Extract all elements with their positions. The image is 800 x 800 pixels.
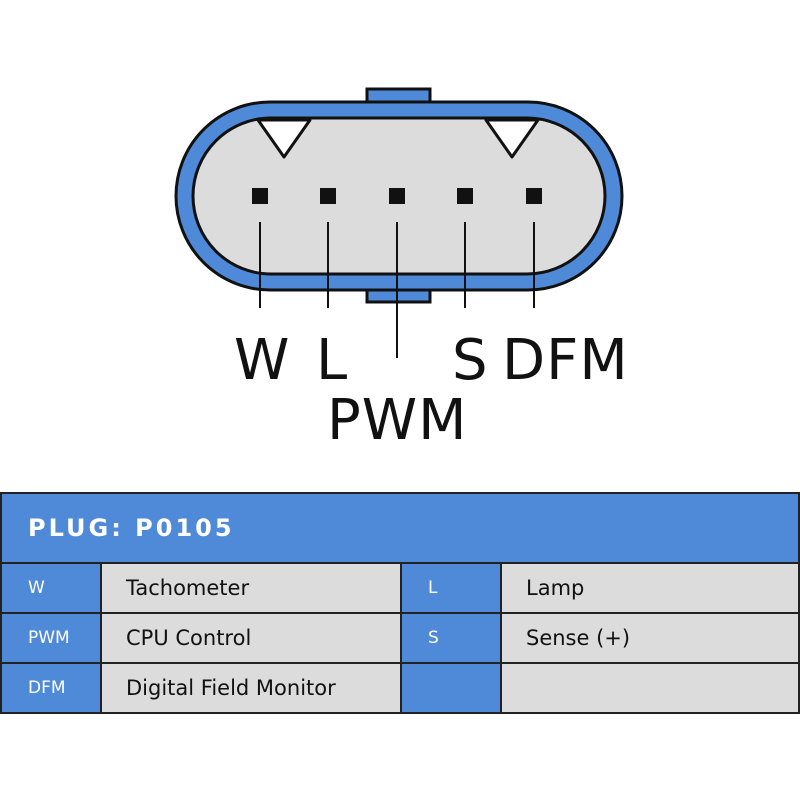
pin-label-l: L bbox=[316, 328, 349, 393]
pin-code-cell: S bbox=[402, 614, 502, 662]
right-key-triangle bbox=[484, 118, 540, 159]
table-row: DFM Digital Field Monitor bbox=[2, 664, 798, 712]
pin-label-s: S bbox=[452, 328, 489, 393]
pin-code-cell: L bbox=[402, 564, 502, 612]
pin-description-cell: Sense (+) bbox=[502, 614, 798, 662]
pin-code-cell: W bbox=[2, 564, 102, 612]
pin-w bbox=[252, 188, 268, 204]
pin-description-cell: Digital Field Monitor bbox=[102, 664, 402, 712]
pin-dfm bbox=[526, 188, 542, 204]
left-key-triangle bbox=[256, 118, 312, 159]
pin-label-dfm: DFM bbox=[502, 328, 629, 393]
pin-code-cell: DFM bbox=[2, 664, 102, 712]
pin-description-cell: Tachometer bbox=[102, 564, 402, 612]
pin-description-cell: Lamp bbox=[502, 564, 798, 612]
table-row: W Tachometer L Lamp bbox=[2, 564, 798, 614]
pin-label-w: W bbox=[234, 328, 291, 393]
pin-l bbox=[320, 188, 336, 204]
pin-code-cell bbox=[402, 664, 502, 712]
table-row: PWM CPU Control S Sense (+) bbox=[2, 614, 798, 664]
pin-code-cell: PWM bbox=[2, 614, 102, 662]
pin-label-pwm: PWM bbox=[327, 388, 468, 453]
pin-description-cell: CPU Control bbox=[102, 614, 402, 662]
pin-pwm bbox=[389, 188, 405, 204]
pin-description-cell bbox=[502, 664, 798, 712]
connector-diagram bbox=[174, 87, 624, 358]
pin-table: PLUG: P0105 W Tachometer L Lamp PWM CPU … bbox=[0, 492, 800, 714]
pin-s bbox=[457, 188, 473, 204]
plug-header: PLUG: P0105 bbox=[2, 494, 798, 564]
